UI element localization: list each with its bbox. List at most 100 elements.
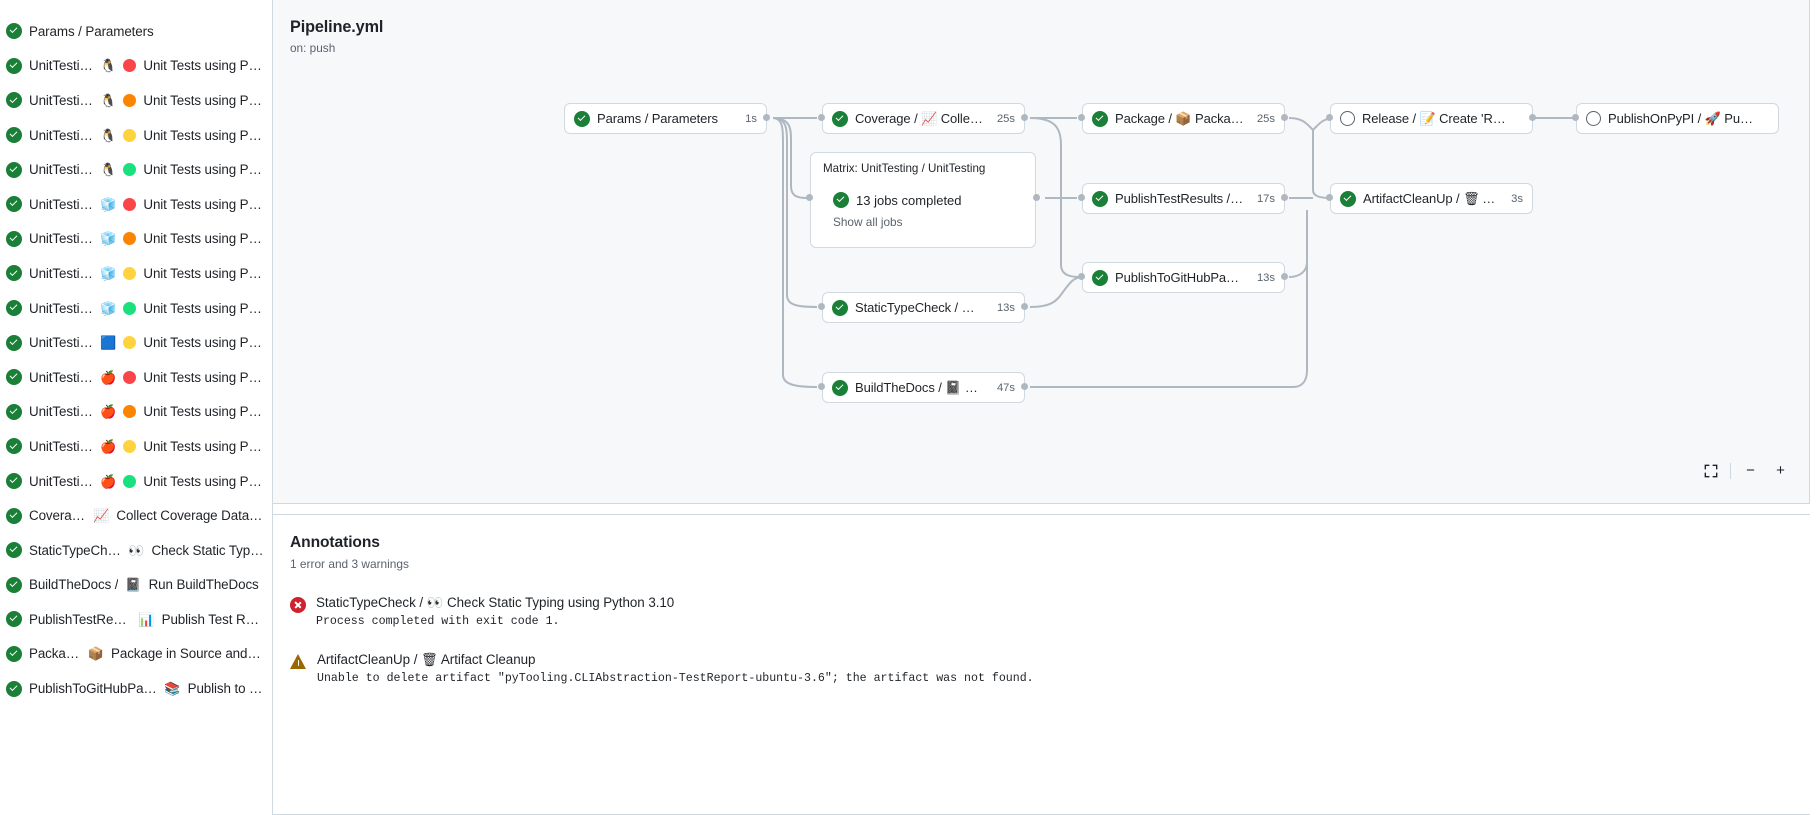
matrix-group-unittesting[interactable]: Matrix: UnitTesting / UnitTesting 13 job… (810, 152, 1036, 248)
sidebar-job-label: UnitTesting / (29, 300, 94, 316)
sidebar-job-item[interactable]: BuildTheDocs / 📓Run BuildTheDocs (0, 568, 272, 603)
sidebar-job-label: UnitTesting / (29, 404, 94, 420)
zoom-in-button[interactable]: + (1776, 462, 1785, 479)
sidebar-job-item[interactable]: UnitTesting / 🍎Unit Tests using Pyth… (0, 360, 272, 395)
port-in-statictypecheck (818, 303, 825, 310)
status-success-icon (6, 127, 22, 144)
node-label: Package / 📦 Package in So… (1115, 110, 1244, 126)
sidebar-job-item[interactable]: PublishTestResults / 📊Publish Test Resu… (0, 602, 272, 637)
graph-node-publishtogithubpages[interactable]: PublishToGitHubPages / 📚 … 13s (1082, 262, 1285, 293)
graph-canvas[interactable]: Params / Parameters 1s Coverage / 📈 Coll… (273, 0, 1809, 503)
node-label: Release / 📝 Create 'Release P… (1362, 110, 1510, 126)
sidebar-job-item[interactable]: Params / Parameters (0, 14, 272, 49)
graph-node-statictypecheck[interactable]: StaticTypeCheck / 👀 Chec… 13s (822, 292, 1025, 323)
status-success-icon (832, 299, 848, 316)
graph-edges (772, 117, 1579, 388)
port-in-coverage (818, 114, 825, 121)
port-out-params (763, 114, 770, 121)
node-duration: 17s (1256, 192, 1275, 205)
sidebar-job-item[interactable]: Coverage / 📈Collect Coverage Data usi… (0, 498, 272, 533)
os-emoji-icon: 📊 (138, 611, 155, 627)
os-emoji-icon: 👀 (128, 542, 145, 558)
status-success-icon (6, 611, 22, 628)
sidebar-job-item[interactable]: UnitTesting / 🧊Unit Tests using Pyth… (0, 291, 272, 326)
annotation-item[interactable]: StaticTypeCheck / 👀 Check Static Typing … (290, 595, 1810, 628)
status-success-icon (6, 369, 22, 386)
sidebar-job-item[interactable]: UnitTesting / 🍎Unit Tests using Pyth… (0, 464, 272, 499)
sidebar-job-label: StaticTypeCheck / (29, 542, 122, 558)
port-in-matrix (806, 194, 813, 201)
python-version-dot (123, 163, 137, 177)
sidebar-job-step-label: Unit Tests using Pyth… (143, 335, 264, 351)
sidebar-job-step-label: Unit Tests using Pyth… (143, 196, 264, 212)
sidebar-job-item[interactable]: UnitTesting / 🧊Unit Tests using Pyth… (0, 256, 272, 291)
sidebar-job-item[interactable]: PublishToGitHubPages / 📚Publish to G… (0, 671, 272, 706)
sidebar-job-item[interactable]: UnitTesting / 🧊Unit Tests using Pyth… (0, 187, 272, 222)
sidebar-job-step-label: Publish Test Resu… (161, 611, 264, 627)
graph-zoom-controls[interactable]: − + (1700, 460, 1791, 481)
matrix-summary-label: 13 jobs completed (856, 192, 962, 208)
status-success-icon (6, 334, 22, 351)
annotation-body: StaticTypeCheck / 👀 Check Static Typing … (316, 595, 674, 628)
matrix-summary-node[interactable]: 13 jobs completed (833, 192, 962, 208)
port-out-matrix (1033, 194, 1040, 201)
annotations-summary: 1 error and 3 warnings (290, 557, 409, 571)
python-version-dot (123, 128, 137, 142)
sidebar-job-step-label: Unit Tests using Pyth… (143, 127, 264, 143)
status-success-icon (832, 110, 848, 127)
sidebar-job-item[interactable]: UnitTesting / 🐧Unit Tests using Pyth… (0, 49, 272, 84)
status-success-icon (6, 265, 22, 282)
os-emoji-icon: 🍎 (100, 473, 117, 489)
status-success-icon (6, 196, 22, 213)
sidebar-job-item[interactable]: UnitTesting / 🐧Unit Tests using Pyth… (0, 118, 272, 153)
graph-node-artifactcleanup[interactable]: ArtifactCleanUp / 🗑 Artifac… 3s (1330, 183, 1533, 214)
sidebar-job-item[interactable]: StaticTypeCheck / 👀Check Static Typing… (0, 533, 272, 568)
python-version-dot (123, 405, 137, 419)
graph-node-release[interactable]: Release / 📝 Create 'Release P… (1330, 103, 1533, 134)
annotation-title: StaticTypeCheck / 👀 Check Static Typing … (316, 595, 675, 610)
graph-node-coverage[interactable]: Coverage / 📈 Collect Cove… 25s (822, 103, 1025, 134)
port-in-publishtestresults (1078, 194, 1085, 201)
sidebar-job-step-label: Unit Tests using Pyth… (143, 473, 264, 489)
sidebar-job-item[interactable]: UnitTesting / 🍎Unit Tests using Pyth… (0, 429, 272, 464)
status-success-icon (6, 230, 22, 247)
graph-node-publishonpypi[interactable]: PublishOnPyPI / 🚀 Publish to … (1576, 103, 1779, 134)
status-success-icon (1092, 269, 1108, 286)
sidebar-job-item[interactable]: Package / 📦Package in Source and Wh… (0, 637, 272, 672)
status-success-icon (6, 576, 22, 593)
workflow-trigger: on: push (290, 41, 336, 55)
sidebar-job-item[interactable]: UnitTesting / 🧊Unit Tests using Pyth… (0, 222, 272, 257)
zoom-out-button[interactable]: − (1746, 462, 1755, 479)
fullscreen-icon[interactable] (1700, 460, 1721, 481)
sidebar-job-label: UnitTesting / (29, 196, 94, 212)
status-success-icon (6, 542, 22, 559)
node-label: Coverage / 📈 Collect Cove… (855, 110, 984, 126)
node-duration: 25s (996, 112, 1015, 125)
node-duration: 3s (1511, 192, 1523, 205)
node-label: BuildTheDocs / 📓 Run Buil… (855, 379, 984, 395)
sidebar-job-item[interactable]: UnitTesting / 🟦Unit Tests using Pyth… (0, 325, 272, 360)
sidebar-job-step-label: Run BuildTheDocs (148, 577, 259, 593)
graph-node-buildthedocs[interactable]: BuildTheDocs / 📓 Run Buil… 47s (822, 372, 1025, 403)
graph-node-params[interactable]: Params / Parameters 1s (564, 103, 767, 134)
port-in-publishonpypi (1572, 114, 1579, 121)
annotations-list: StaticTypeCheck / 👀 Check Static Typing … (290, 595, 1810, 685)
node-label: PublishTestResults / 📊 Pu… (1115, 190, 1244, 206)
node-duration: 47s (996, 381, 1015, 394)
sidebar-job-item[interactable]: UnitTesting / 🍎Unit Tests using Pyth… (0, 395, 272, 430)
sidebar-job-item[interactable]: UnitTesting / 🐧Unit Tests using Pyth… (0, 83, 272, 118)
python-version-dot (123, 370, 137, 384)
node-duration: 1s (745, 112, 757, 125)
sidebar-job-step-label: Unit Tests using Pyth… (143, 438, 264, 454)
status-success-icon (6, 473, 22, 490)
python-version-dot (123, 232, 137, 246)
show-all-jobs-link[interactable]: Show all jobs (833, 215, 903, 229)
sidebar-job-item[interactable]: UnitTesting / 🐧Unit Tests using Pyth… (0, 152, 272, 187)
error-icon (290, 597, 306, 613)
graph-node-package[interactable]: Package / 📦 Package in So… 25s (1082, 103, 1285, 134)
graph-node-publishtestresults[interactable]: PublishTestResults / 📊 Pu… 17s (1082, 183, 1285, 214)
os-emoji-icon: 📚 (164, 681, 181, 697)
